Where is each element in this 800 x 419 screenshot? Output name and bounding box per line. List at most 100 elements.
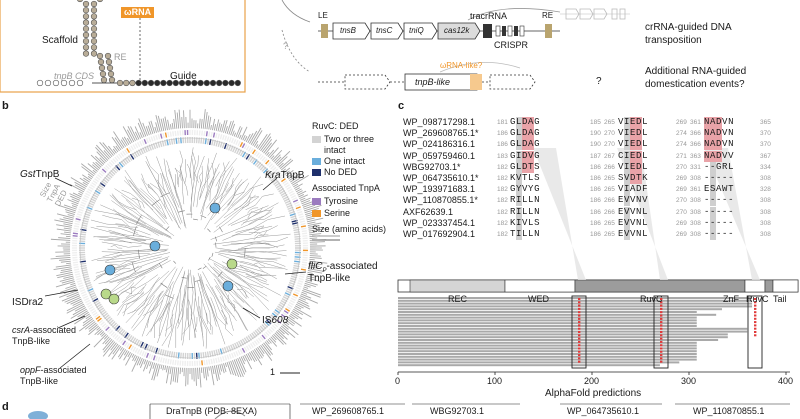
catalytic-marker xyxy=(578,317,581,320)
alignment-residues: GLDAG xyxy=(510,117,541,128)
crispr-label: CRISPR xyxy=(494,40,529,50)
gene-cas12k: cas12k xyxy=(444,26,470,35)
alignment-start-number: 182 xyxy=(497,197,508,205)
desc-transposition-1: crRNA-guided DNA xyxy=(645,22,732,33)
alignment-end-number: 270 xyxy=(676,197,687,205)
alignment-residues: EVVNL xyxy=(618,217,649,229)
alignment-start-number: 366 xyxy=(690,141,701,149)
alignment-residues: --GRL xyxy=(704,161,735,173)
alignment-residues: VIEDL xyxy=(618,128,649,140)
catalytic-marker xyxy=(660,317,663,320)
alignment-start-number: 270 xyxy=(604,130,615,138)
alignment-seq-id: WBG92703.1* xyxy=(403,161,461,172)
catalytic-marker xyxy=(754,307,757,310)
catalytic-marker xyxy=(578,334,581,337)
catalytic-marker xyxy=(660,350,663,353)
alphafold-bar xyxy=(398,308,722,311)
clade-marker xyxy=(222,280,234,292)
catalytic-marker xyxy=(660,298,663,300)
alignment-end-number: 270 xyxy=(676,208,687,216)
alignment-residues: SVDTK xyxy=(618,173,649,184)
alignment-end-number: 186 xyxy=(590,175,601,182)
alignment-end-number: 186 xyxy=(590,231,601,238)
domain-ruvc-2: RuvC xyxy=(746,294,769,304)
catalytic-marker xyxy=(660,324,663,327)
alphafold-bar xyxy=(398,339,719,341)
alignment-residues: EVVNL xyxy=(618,229,649,240)
alignment-start-number: 265 xyxy=(604,219,615,227)
catalytic-marker xyxy=(754,311,757,314)
desc-transposition-2: transposition xyxy=(645,35,702,46)
structure-title-3: WP_064735610.1 xyxy=(567,406,640,416)
alignment-end-number: 370 xyxy=(760,130,771,138)
alignment-seq-id: WP_098717298.1 xyxy=(403,117,476,127)
alignment-residues: GIDVG xyxy=(510,150,541,162)
legend-swatch-one xyxy=(312,158,321,165)
legend-two-intact-b: intact xyxy=(324,145,346,155)
catalytic-marker xyxy=(660,327,663,330)
alignment-residues: TILLN xyxy=(510,229,541,240)
legend-size: Size (amino acids) xyxy=(312,224,387,234)
alignment-start-number: 182 xyxy=(497,186,508,194)
alignment-start-number: 361 xyxy=(690,186,701,194)
alignment-start-number: 366 xyxy=(690,130,701,138)
csra-associated-label: csrA-associated xyxy=(12,325,77,335)
alphafold-bar xyxy=(398,316,697,319)
flic-tnpb-like-label: TnpB-like xyxy=(308,273,351,284)
alignment-start-number: 186 xyxy=(497,141,508,149)
alignment-residues: VIADF xyxy=(618,184,649,196)
alignment-end-number: 308 xyxy=(760,231,771,238)
catalytic-marker xyxy=(578,311,581,314)
catalytic-marker xyxy=(578,314,581,317)
alphafold-bar xyxy=(398,364,660,367)
alignment-start-number: 308 xyxy=(690,208,701,216)
scaffold-label: Scaffold xyxy=(42,35,78,46)
catalytic-marker xyxy=(578,337,581,340)
alignment-start-number: 265 xyxy=(604,119,615,126)
catalytic-marker xyxy=(578,307,581,310)
alignment-start-number: 265 xyxy=(604,175,615,182)
tnpb-like-label: tnpB-like xyxy=(415,77,451,87)
alignment-residues: ----- xyxy=(704,217,735,229)
domain-tail: Tail xyxy=(773,294,787,304)
re-right-label: RE xyxy=(542,11,554,20)
domain-znf: ZnF xyxy=(723,294,740,304)
alignment-residues: EVVNV xyxy=(618,195,649,207)
catalytic-marker xyxy=(660,311,663,314)
structure-title-4: WP_110870855.1 xyxy=(693,406,765,416)
alignment-seq-id: WP_110870855.1* xyxy=(403,195,478,206)
catalytic-marker xyxy=(578,340,581,343)
catalytic-marker xyxy=(578,344,581,347)
alignment-end-number: 328 xyxy=(760,186,771,194)
alignment-start-number: 266 xyxy=(604,197,615,205)
alignment-start-number: 265 xyxy=(604,186,615,194)
alphafold-bar xyxy=(398,353,697,355)
alignment-residues: ----- xyxy=(704,229,735,240)
catalytic-marker xyxy=(578,350,581,353)
structure-title-2: WBG92703.1 xyxy=(430,406,485,416)
alignment-residues: GLDAG xyxy=(510,139,541,151)
alignment-residues: VIEDL xyxy=(618,139,649,151)
alphafold-bar xyxy=(398,299,753,302)
domain-ruvc: RuvC xyxy=(640,294,663,304)
legend-no-ded: No DED xyxy=(324,167,358,177)
alphafold-bar xyxy=(398,344,697,347)
alignment-seq-id: WP_023337454.1 xyxy=(403,217,476,228)
structure-title-dra: DraTnpB (PDB: 8EXA) xyxy=(166,406,258,416)
desc-domestication-2: domestication events? xyxy=(645,79,745,90)
alignment-seq-id: WP_064735610.1* xyxy=(403,173,479,183)
catalytic-marker xyxy=(660,314,663,317)
catalytic-marker xyxy=(578,324,581,327)
catalytic-marker xyxy=(578,354,581,357)
alphafold-bar xyxy=(398,327,748,330)
alignment-end-number: 270 xyxy=(676,163,687,171)
catalytic-marker xyxy=(660,321,663,324)
legend-one-intact: One intact xyxy=(324,156,366,166)
alignment-end-number: 308 xyxy=(760,208,771,216)
catalytic-marker xyxy=(578,298,581,300)
alignment-end-number: 186 xyxy=(590,208,601,216)
alphafold-bar xyxy=(398,330,748,333)
alphafold-bar xyxy=(398,311,697,313)
clade-marker xyxy=(149,240,161,252)
